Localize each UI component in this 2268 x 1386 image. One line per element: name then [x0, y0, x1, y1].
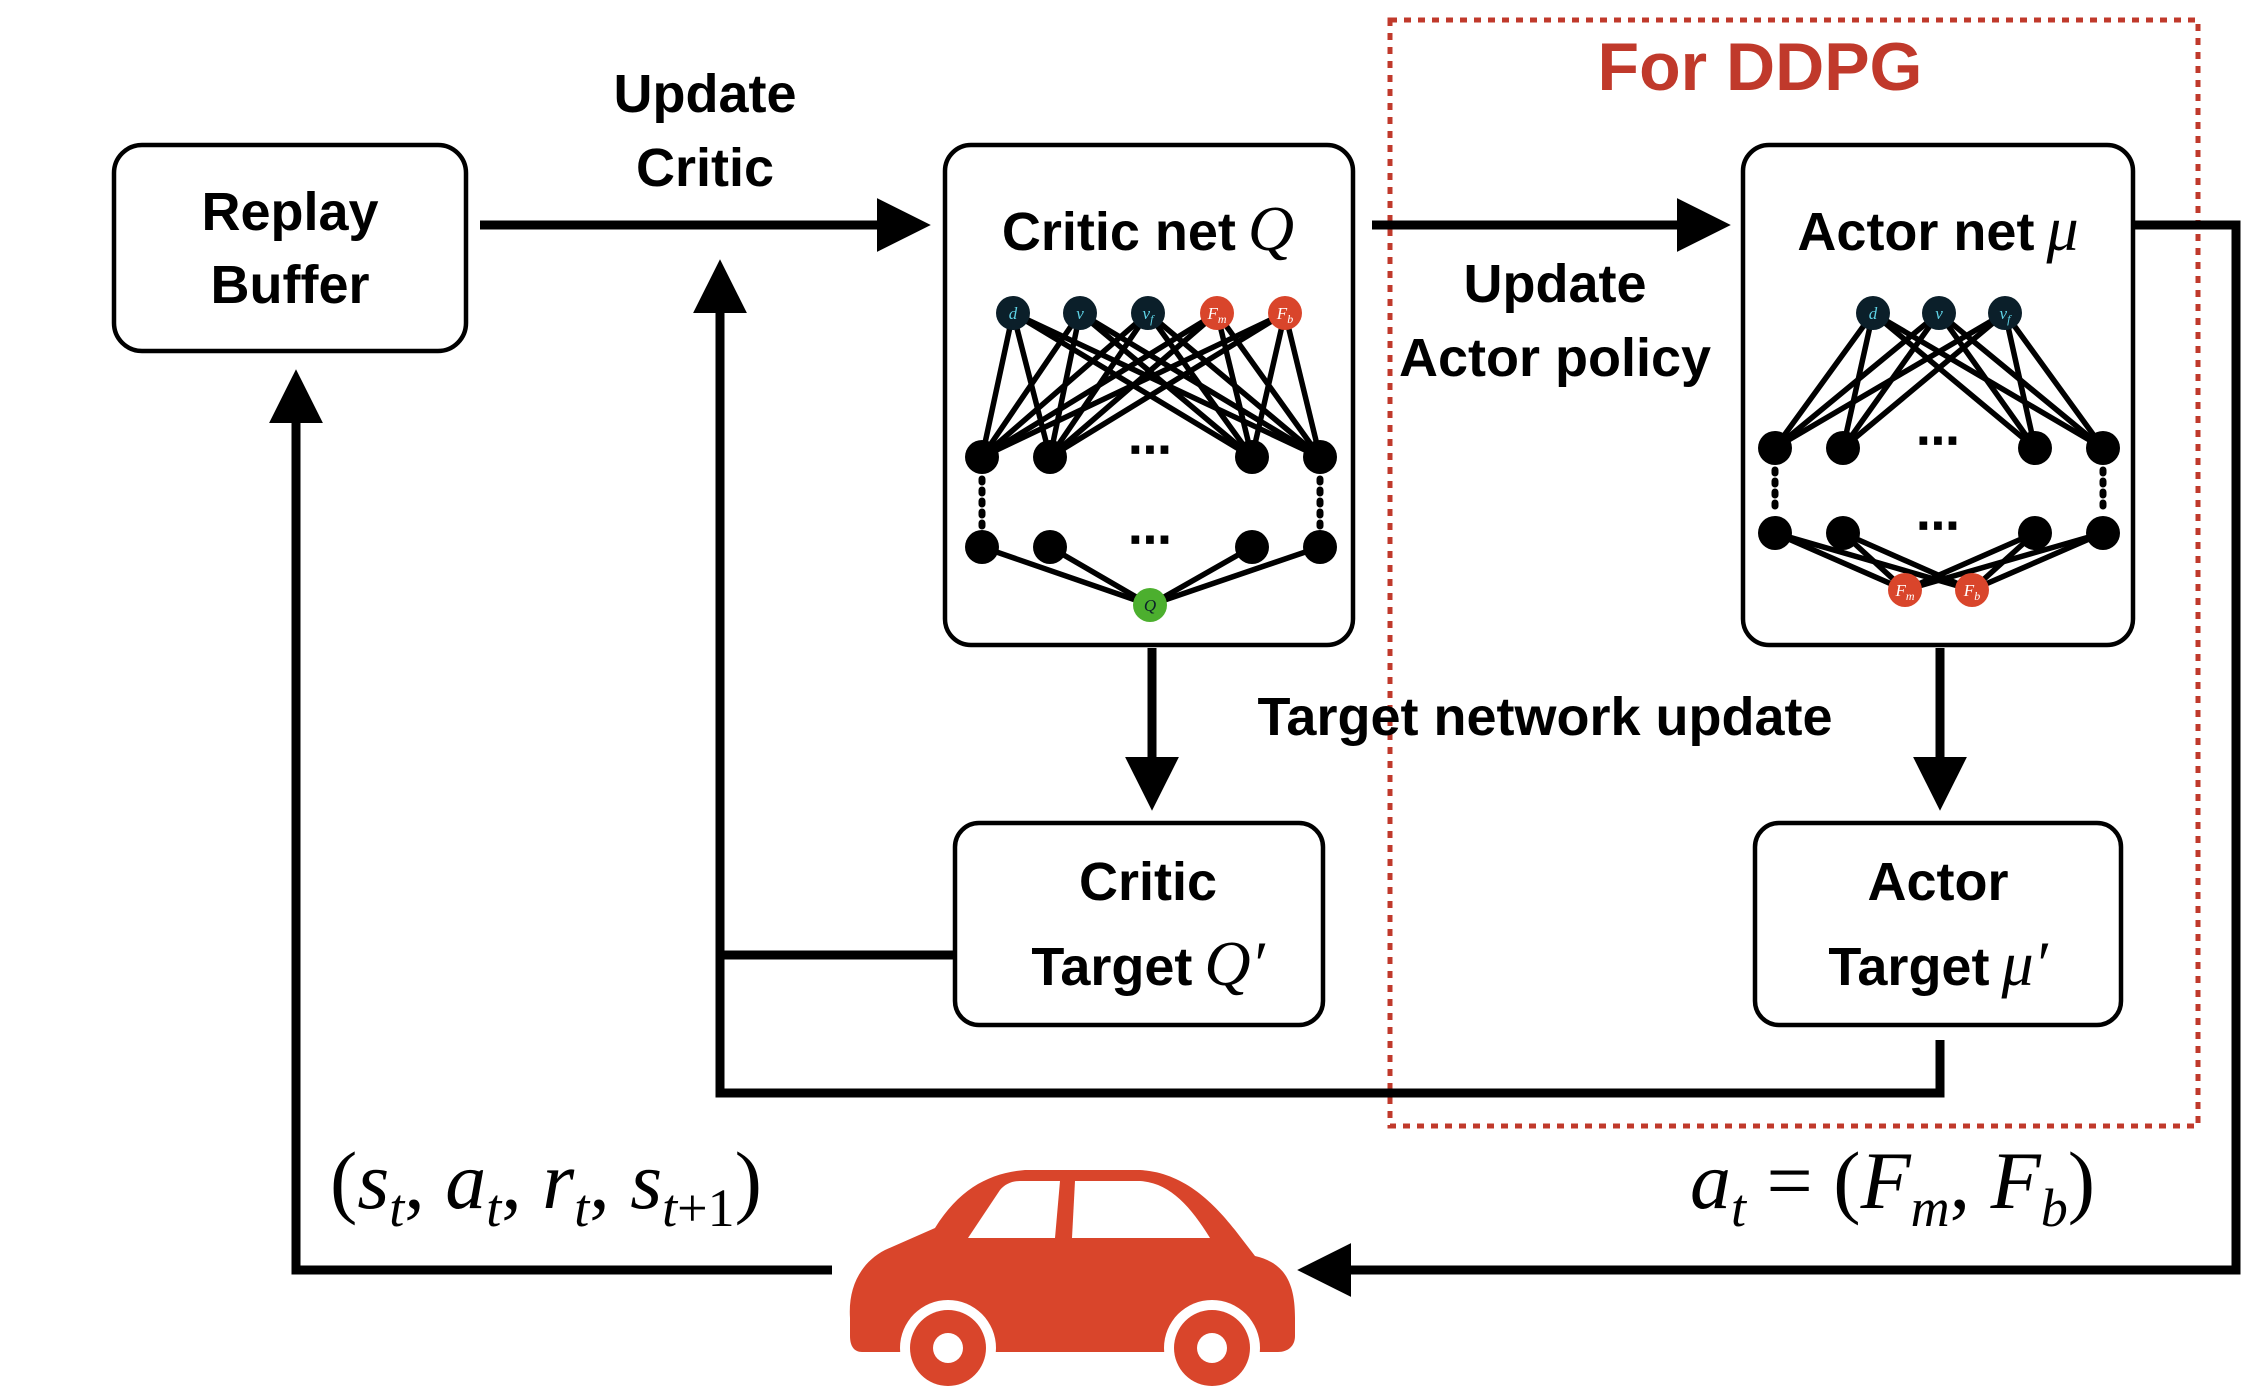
output-node-label: Q — [1144, 596, 1156, 615]
output-node — [1888, 573, 1922, 607]
network-edge — [979, 311, 1083, 459]
network-edge — [1148, 544, 1254, 608]
update-critic-label-line1: Update — [613, 64, 796, 124]
ddpg-region-label: For DDPG — [1598, 29, 1923, 105]
hidden-node — [2018, 431, 2052, 465]
hidden-node — [2086, 516, 2120, 550]
input-node-label: v — [1935, 304, 1943, 323]
actor-target-box — [1752, 820, 2124, 1028]
network-edge — [981, 544, 1151, 608]
network-edge — [1773, 310, 2007, 451]
network-edge — [980, 310, 1287, 460]
network-edge — [980, 310, 1219, 460]
hidden-node — [2086, 431, 2120, 465]
network-edge — [1871, 310, 2037, 451]
arrow-car-to-buffer — [269, 369, 832, 1275]
input-node-label: vf — [1143, 304, 1156, 326]
input-node — [1988, 296, 2022, 330]
network-edge — [1773, 530, 1907, 593]
input-node-label: d — [1869, 304, 1878, 323]
network-edge — [1249, 312, 1288, 458]
hidden-node — [1033, 530, 1067, 564]
network-edge — [1048, 544, 1152, 608]
network-edge — [1841, 310, 2007, 451]
output-node-label: Fm — [1894, 581, 1914, 603]
network-edge — [2002, 311, 2106, 450]
input-node — [1200, 296, 1234, 330]
replay-buffer-box — [111, 142, 469, 354]
replay-buffer-label-line1: Replay — [201, 182, 378, 242]
input-node — [1268, 296, 1302, 330]
input-node-label: Fm — [1206, 304, 1226, 326]
hidden-node — [1033, 440, 1067, 474]
target-update-label: Target network update — [1257, 687, 1832, 747]
hidden-ellipsis: ⋯ — [1916, 501, 1960, 552]
network-edge — [1282, 312, 1323, 458]
output-node — [1133, 588, 1167, 622]
hidden-node — [1303, 530, 1337, 564]
ddpg-region — [1387, 17, 2201, 1129]
input-node-label: vf — [2000, 304, 2013, 326]
input-node-label: Fb — [1276, 304, 1293, 326]
hidden-node — [1826, 516, 1860, 550]
arrow-actor-target-feedback — [693, 259, 1945, 1098]
update-actor-label-line2: Actor policy — [1399, 328, 1711, 388]
critic-target-label-line1: Critic — [1079, 852, 1217, 912]
critic-network-graph: ⋯ ⋯ d v vf Fm FbQ — [965, 296, 1337, 622]
output-node — [1955, 573, 1989, 607]
network-edge — [980, 310, 1150, 460]
hidden-node — [1303, 440, 1337, 474]
update-critic-label-line2: Critic — [636, 138, 774, 198]
hidden-node — [965, 440, 999, 474]
input-node — [1131, 296, 1165, 330]
action-formula: at = (Fm, Fb) — [1690, 1135, 2095, 1238]
network-edge — [1970, 530, 2105, 593]
input-node — [996, 296, 1030, 330]
network-edge — [1936, 311, 2038, 450]
network-edge — [1841, 530, 1974, 593]
hidden-node — [1235, 440, 1269, 474]
output-node-label: Fb — [1963, 581, 1980, 603]
network-edge — [1772, 311, 1876, 450]
actor-target-label-line1: Actor — [1867, 852, 2008, 912]
input-node-label: v — [1076, 304, 1084, 323]
hidden-node — [2018, 516, 2052, 550]
hidden-node — [1758, 431, 1792, 465]
update-actor-label-line1: Update — [1463, 254, 1646, 314]
network-edge — [1145, 311, 1255, 459]
input-node-label: d — [1009, 304, 1018, 323]
critic-target-box — [952, 820, 1326, 1028]
hidden-node — [965, 530, 999, 564]
hidden-node — [1826, 431, 1860, 465]
hidden-node — [1235, 530, 1269, 564]
replay-buffer-label-line2: Buffer — [211, 255, 370, 315]
network-edge — [1048, 310, 1287, 460]
hidden-ellipsis: ⋯ — [1128, 425, 1172, 476]
hidden-ellipsis: ⋯ — [1128, 515, 1172, 566]
hidden-node — [1758, 516, 1792, 550]
input-node — [1856, 296, 1890, 330]
network-edge — [1214, 312, 1255, 458]
hidden-ellipsis: ⋯ — [1916, 416, 1960, 467]
input-node — [1922, 296, 1956, 330]
network-edge — [1149, 544, 1321, 608]
network-edge — [979, 312, 1016, 458]
network-edge — [1774, 530, 1973, 593]
car-icon — [849, 1170, 1295, 1386]
network-edge — [1903, 530, 2037, 593]
network-edge — [2002, 312, 2038, 449]
network-edge — [1773, 310, 1941, 451]
transition-tuple: (st, at, rt, st+1) — [330, 1135, 762, 1238]
input-node — [1063, 296, 1097, 330]
